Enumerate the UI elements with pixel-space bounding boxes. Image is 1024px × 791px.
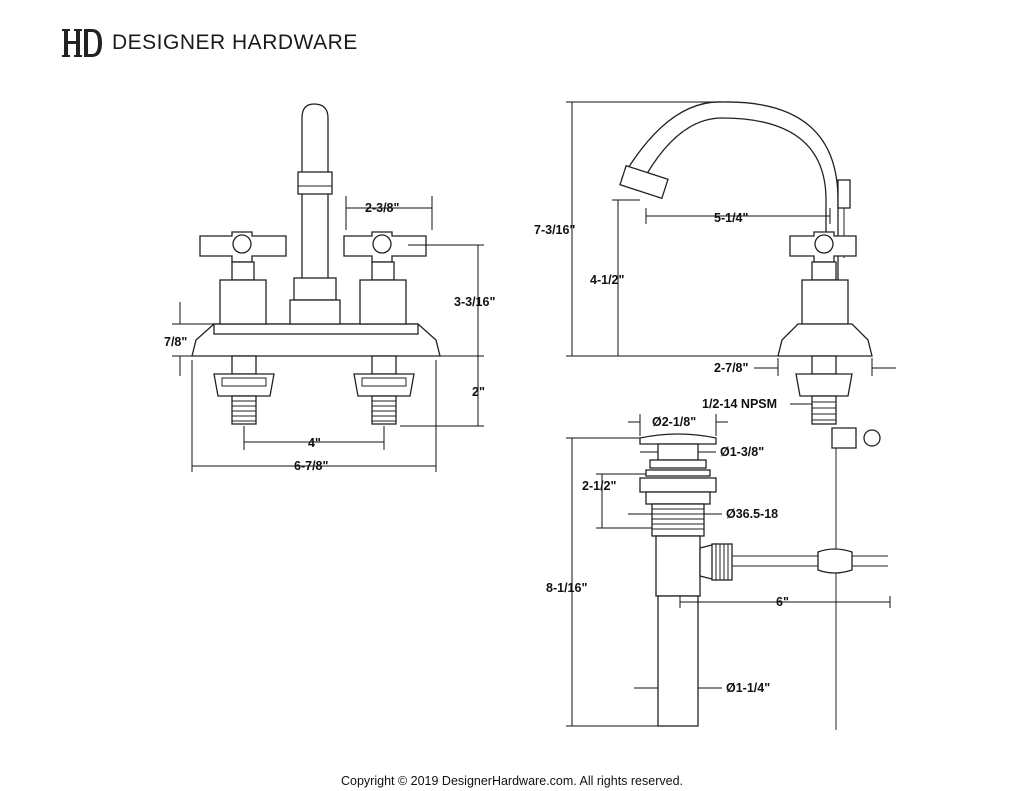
side-view-dimensions: 7-3/16" 4-1/2" 5-1/4" 2-7/8" 1/2-14 NPSM (534, 101, 896, 411)
drain-body-diameter-label: Ø1-3/8" (720, 445, 764, 459)
drain-dimensions: Ø2-1/8" Ø1-3/8" 2-1/2" Ø36.5-18 8-1/16" … (546, 414, 891, 727)
drain-thread-diameter-label: Ø36.5-18 (726, 507, 778, 521)
side-base-depth-label: 2-7/8" (714, 361, 748, 375)
front-height-label: 3-3/16" (454, 295, 495, 309)
drain-tailpiece-diameter-label: Ø1-1/4" (726, 681, 770, 695)
front-overall-width-label: 6-7/8" (294, 459, 328, 473)
dh-monogram-icon (62, 29, 102, 57)
front-deck-height-label: 7/8" (164, 335, 187, 349)
front-center-spread-label: 4" (308, 436, 321, 450)
side-view-faucet (619, 101, 881, 730)
drain-upper-height-label: 2-1/2" (582, 479, 616, 493)
front-view-dimensions: 2-3/8" 3-3/16" 2" 7/8" 4" 6-7/ (164, 196, 495, 473)
front-view-faucet (191, 103, 441, 425)
drain-overall-height-label: 8-1/16" (546, 581, 587, 595)
front-shank-length-label: 2" (472, 385, 485, 399)
side-thread-label: 1/2-14 NPSM (702, 397, 777, 411)
side-spout-height-label: 4-1/2" (590, 273, 624, 287)
drain-assembly (639, 433, 888, 727)
brand-logo: DESIGNER HARDWARE (62, 26, 358, 60)
drain-flange-diameter-label: Ø2-1/8" (652, 415, 696, 429)
copyright-notice: Copyright © 2019 DesignerHardware.com. A… (341, 774, 683, 788)
side-overall-height-label: 7-3/16" (534, 223, 575, 237)
side-spout-reach-label: 5-1/4" (714, 211, 748, 225)
front-spout-to-handle-label: 2-3/8" (365, 201, 399, 215)
brand-name: DESIGNER HARDWARE (112, 31, 358, 54)
drain-lift-rod-length-label: 6" (776, 595, 789, 609)
